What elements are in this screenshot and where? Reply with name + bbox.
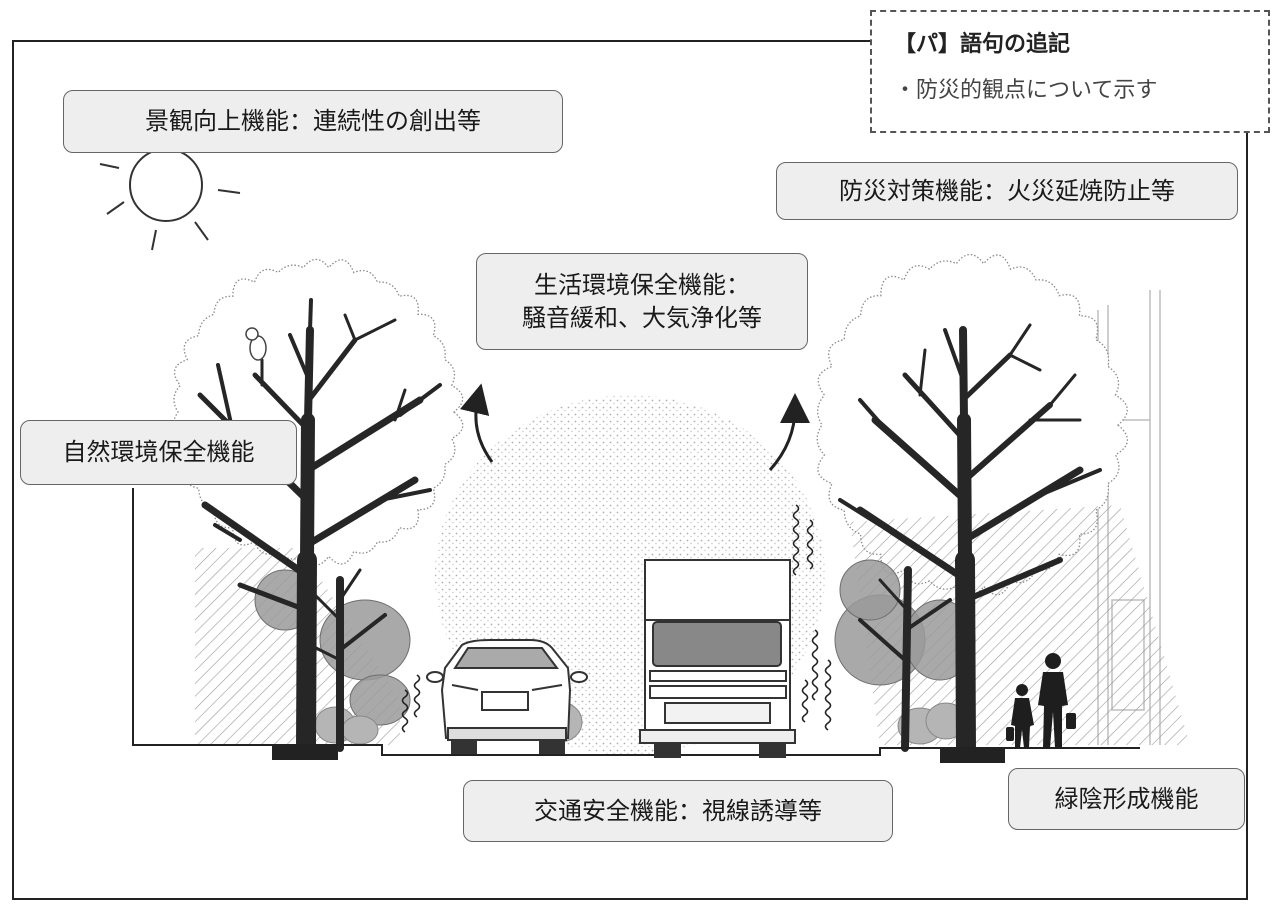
sound-wave <box>413 674 421 718</box>
label-landscape-function: 景観向上機能：連続性の創出等 <box>63 90 563 153</box>
tree-branch <box>961 466 1084 544</box>
tree-planter <box>940 749 1005 763</box>
label-text-line1: 生活環境保全機能： <box>534 271 750 300</box>
tree-branch <box>393 388 407 422</box>
arrow-up-icon <box>768 393 810 471</box>
tree-branch <box>918 348 927 397</box>
sound-wave <box>801 679 809 723</box>
small-tree-crown <box>349 674 411 726</box>
tree-branch <box>303 583 342 622</box>
sound-wave <box>806 519 814 570</box>
tree-branch <box>213 523 242 542</box>
note-item: ・防災的観点について示す <box>894 78 1158 103</box>
label-living-environment-function: 生活環境保全機能： 騒音緩和、大気浄化等 <box>476 253 808 350</box>
tree-branch <box>838 498 882 527</box>
label-traffic-safety-function: 交通安全機能：視線誘導等 <box>463 780 893 842</box>
tree-branch <box>955 550 976 760</box>
tree-branch <box>338 568 362 602</box>
tree-planter <box>272 746 338 760</box>
tree-branch <box>962 402 1053 483</box>
tree-branch <box>296 550 317 758</box>
tree-branch <box>959 326 968 424</box>
sun-icon <box>99 148 241 251</box>
tree-branch <box>303 476 419 549</box>
tree-branch <box>1008 323 1032 357</box>
label-shade-function: 緑陰形成機能 <box>1008 768 1245 830</box>
label-text: 景観向上機能：連続性の創出等 <box>145 107 481 136</box>
tree-branch <box>338 613 387 652</box>
note-title: 【パ】語句の追記 <box>894 32 1071 57</box>
label-text: 自然環境保全機能 <box>62 438 255 467</box>
diagram-frame <box>12 40 1248 900</box>
annotation-note: 【パ】語句の追記 ・防災的観点について示す <box>870 10 1270 133</box>
tree-branch <box>237 582 309 613</box>
tree-branch <box>398 383 442 417</box>
sound-wave <box>401 689 409 733</box>
label-text: 交通安全機能：視線誘導等 <box>534 796 822 825</box>
tree-branch <box>960 352 1013 403</box>
arrow-up-icon <box>459 383 494 463</box>
ground-line <box>132 488 1140 756</box>
label-disaster-prevention-function: 防災対策機能：火災延焼防止等 <box>776 162 1238 220</box>
tree-branch <box>858 398 897 442</box>
pedestrian-icon <box>1006 653 1076 748</box>
tree-branch <box>902 372 967 443</box>
label-text: 緑陰形成機能 <box>1054 784 1199 813</box>
bird-icon <box>245 327 267 361</box>
small-tree-crown <box>839 559 901 621</box>
tree-branch <box>308 298 313 332</box>
tree-branch <box>298 638 342 662</box>
tree-branch <box>904 598 952 632</box>
tree-branch <box>306 337 358 403</box>
tree-branch <box>1038 468 1102 497</box>
tree-branch <box>288 333 311 382</box>
tree-branch <box>943 328 965 382</box>
truck-icon <box>639 559 796 758</box>
tree-branch <box>1048 373 1077 407</box>
tree-branch <box>963 557 1063 603</box>
tree-branch <box>343 313 357 342</box>
sound-wave <box>824 659 832 731</box>
car-icon <box>426 639 588 754</box>
sound-wave <box>811 629 819 701</box>
label-text: 防災対策機能：火災延焼防止等 <box>839 176 1175 205</box>
tree-branch <box>378 488 432 502</box>
tree-icon <box>197 298 1102 760</box>
tree-branch <box>300 413 315 567</box>
tree-branch <box>201 501 310 579</box>
tree-branch <box>216 363 234 430</box>
tree-branch <box>878 578 909 612</box>
tree-branch <box>1008 353 1042 372</box>
tree-branch <box>858 618 907 662</box>
label-text-line2: 騒音緩和、大気浄化等 <box>522 303 762 332</box>
sound-wave <box>792 504 800 576</box>
bush <box>341 715 379 745</box>
tree-branch <box>353 318 397 342</box>
tree-branch <box>252 372 311 433</box>
sound-wave-icon <box>401 504 832 733</box>
label-natural-environment-function: 自然環境保全機能 <box>20 420 297 485</box>
